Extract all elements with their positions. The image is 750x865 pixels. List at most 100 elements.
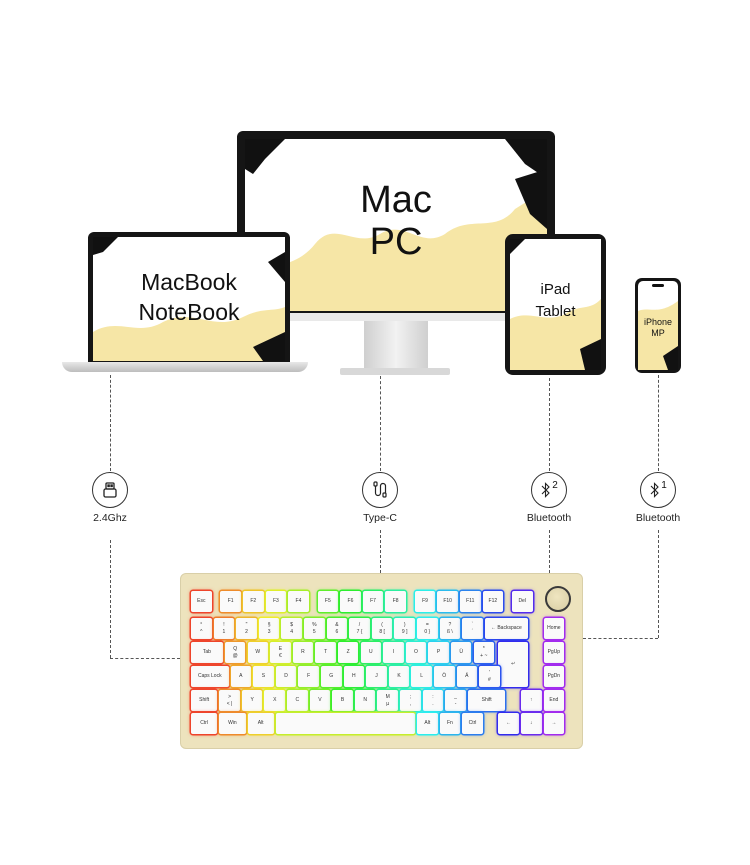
- key[interactable]: $4: [281, 618, 302, 639]
- key[interactable]: X: [264, 690, 286, 711]
- monitor-label-line2: PC: [369, 221, 423, 263]
- key[interactable]: F8: [385, 591, 406, 612]
- key-legend: Z: [346, 649, 350, 655]
- key[interactable]: ↑: [520, 690, 542, 711]
- key[interactable]: Caps Lock: [191, 666, 229, 687]
- key[interactable]: Fn: [439, 713, 461, 734]
- key[interactable]: S: [253, 666, 274, 687]
- key[interactable]: =0 }: [417, 618, 438, 639]
- key-legend: Ü: [459, 649, 463, 655]
- key[interactable]: Win: [219, 713, 246, 734]
- key[interactable]: V: [309, 690, 331, 711]
- key[interactable]: N: [354, 690, 376, 711]
- key[interactable]: T: [315, 642, 336, 663]
- key[interactable]: G: [320, 666, 342, 687]
- key-legend-secondary: 2: [245, 628, 248, 635]
- key[interactable]: A: [230, 666, 252, 687]
- key[interactable]: Y: [241, 690, 263, 711]
- key[interactable]: '#: [479, 666, 500, 687]
- key[interactable]: P: [428, 642, 449, 663]
- key[interactable]: PgUp: [543, 642, 565, 663]
- key[interactable]: Shift: [467, 690, 506, 711]
- key-legend: K: [397, 673, 401, 679]
- key[interactable]: Ü: [450, 642, 472, 663]
- key[interactable]: F4: [288, 591, 309, 612]
- key[interactable]: W: [247, 642, 269, 663]
- volume-knob[interactable]: [545, 586, 571, 612]
- key[interactable]: F11: [459, 591, 481, 612]
- key[interactable]: :.: [422, 690, 444, 711]
- key[interactable]: F9: [414, 591, 436, 612]
- key[interactable]: &6: [326, 618, 348, 639]
- key[interactable]: *+ ~: [473, 642, 495, 663]
- key[interactable]: F10: [437, 591, 458, 612]
- key[interactable]: F12: [482, 591, 504, 612]
- key[interactable]: F3: [265, 591, 287, 612]
- key[interactable]: F5: [317, 591, 339, 612]
- key[interactable]: PgDn: [543, 666, 565, 687]
- key[interactable]: `´: [462, 618, 483, 639]
- key[interactable]: H: [343, 666, 365, 687]
- key[interactable]: /7 {: [349, 618, 370, 639]
- key[interactable]: K: [388, 666, 410, 687]
- key[interactable]: ←: [498, 713, 519, 734]
- key[interactable]: Tab: [191, 642, 223, 663]
- key-legend: $: [290, 621, 294, 628]
- key[interactable]: Shift: [191, 690, 218, 711]
- key[interactable]: Ö: [433, 666, 455, 687]
- key[interactable]: →: [543, 713, 565, 734]
- key[interactable]: L: [411, 666, 432, 687]
- key[interactable]: Del: [511, 591, 533, 612]
- key[interactable]: I: [383, 642, 404, 663]
- key-legend-secondary: µ: [386, 700, 390, 707]
- key-legend: P: [436, 649, 441, 655]
- key[interactable]: B: [332, 690, 353, 711]
- key-legend-secondary: ^: [200, 628, 203, 635]
- key[interactable]: §3: [258, 618, 280, 639]
- key[interactable]: R: [292, 642, 314, 663]
- key[interactable]: D: [275, 666, 297, 687]
- key[interactable]: [275, 713, 415, 734]
- key[interactable]: ← Backspace: [484, 618, 528, 639]
- key[interactable]: Q@: [224, 642, 246, 663]
- connection-label: Bluetooth: [526, 512, 572, 524]
- key[interactable]: Esc: [191, 591, 212, 612]
- key[interactable]: ↓: [520, 713, 542, 734]
- key[interactable]: _-: [445, 690, 466, 711]
- key[interactable]: Alt: [417, 713, 438, 734]
- key[interactable]: C: [287, 690, 308, 711]
- key[interactable]: ↵: [498, 642, 528, 687]
- key[interactable]: °^: [191, 618, 212, 639]
- key[interactable]: %5: [304, 618, 325, 639]
- tablet: iPad Tablet: [505, 234, 606, 375]
- key-legend-secondary: 8 [: [379, 628, 385, 635]
- key[interactable]: "2: [236, 618, 257, 639]
- key-legend: Tab: [202, 649, 211, 655]
- key[interactable]: U: [360, 642, 382, 663]
- key[interactable]: F6: [340, 591, 361, 612]
- key[interactable]: O: [405, 642, 427, 663]
- key[interactable]: !1: [213, 618, 235, 639]
- key[interactable]: E€: [270, 642, 291, 663]
- key[interactable]: F7: [362, 591, 384, 612]
- key-legend: &: [335, 621, 339, 628]
- key[interactable]: ?ß \: [439, 618, 461, 639]
- key[interactable]: Alt: [247, 713, 274, 734]
- key[interactable]: Ctrl: [462, 713, 483, 734]
- key-legend-secondary: < |: [226, 700, 233, 707]
- key-legend: PgDn: [547, 673, 561, 679]
- key[interactable]: F1: [220, 591, 241, 612]
- key[interactable]: End: [543, 690, 565, 711]
- key[interactable]: ;,: [400, 690, 421, 711]
- key[interactable]: F: [298, 666, 319, 687]
- key[interactable]: Ä: [456, 666, 478, 687]
- key[interactable]: Ctrl: [191, 713, 218, 734]
- key[interactable]: Z: [337, 642, 359, 663]
- key[interactable]: )9 ]: [394, 618, 415, 639]
- key[interactable]: (8 [: [371, 618, 393, 639]
- key[interactable]: F2: [242, 591, 264, 612]
- key[interactable]: >< |: [219, 690, 240, 711]
- key[interactable]: J: [366, 666, 387, 687]
- key[interactable]: Home: [543, 618, 565, 639]
